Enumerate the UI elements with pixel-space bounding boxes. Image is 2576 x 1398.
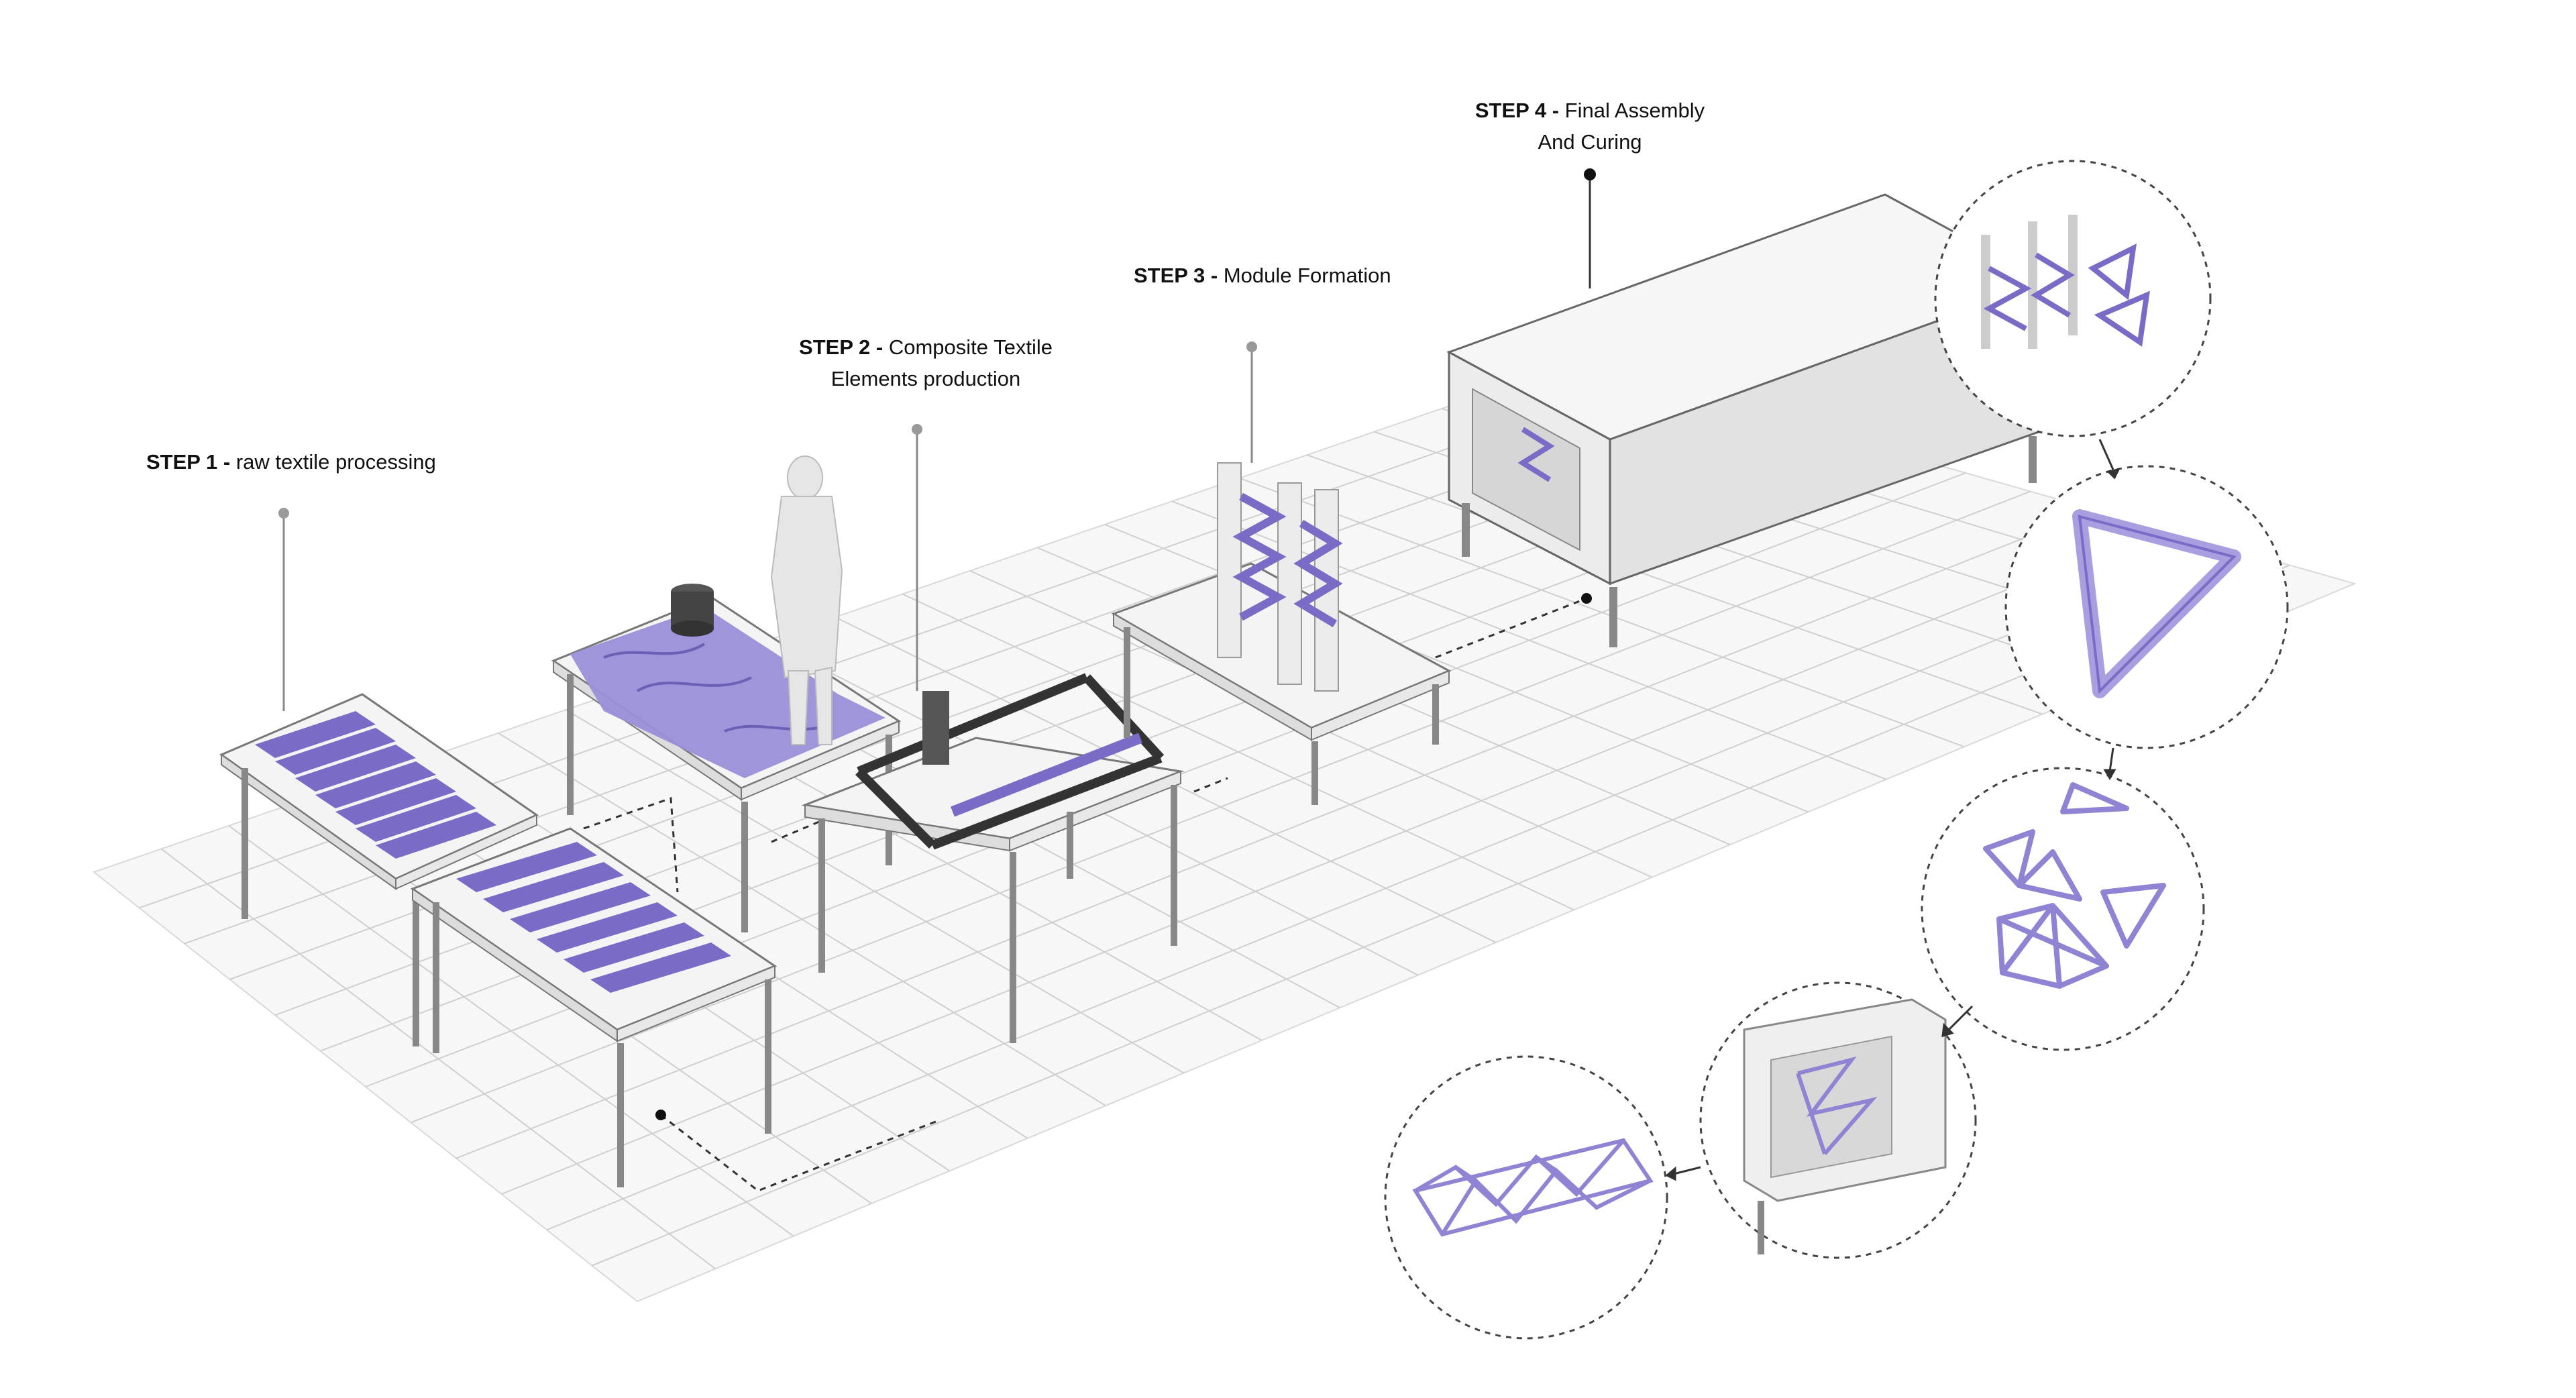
detail-bubble-modules	[1934, 160, 2212, 437]
grid-line	[501, 527, 2161, 1195]
floor-grid	[92, 361, 2357, 1303]
flow-start-dot	[655, 1110, 666, 1120]
leader-lines	[282, 174, 1591, 711]
step2-label: STEP 2 - Composite Textile Elements prod…	[798, 331, 1053, 394]
cnc-machine-table	[801, 673, 1185, 1043]
step4-bold: STEP 4 -	[1474, 99, 1560, 122]
detail-bubble-chamber	[1699, 981, 1977, 1259]
step4-dot	[1584, 168, 1596, 180]
step3-text: Module Formation	[1223, 264, 1391, 287]
grid-line	[455, 509, 2096, 1159]
step3-bold: STEP 3 -	[1134, 264, 1218, 287]
step2-dot	[912, 424, 922, 435]
step3-dot	[1246, 341, 1257, 352]
step1-text: raw textile processing	[235, 450, 436, 474]
step4-label: STEP 4 - Final Assembly And Curing	[1462, 95, 1717, 158]
flow-path	[583, 597, 1587, 1192]
step1-dot	[278, 508, 289, 519]
flow-end-dot	[1581, 593, 1592, 604]
detail-bubble-truss	[1384, 1055, 1668, 1340]
bubble-arrows	[1665, 439, 2121, 1181]
grid-line	[411, 490, 2031, 1124]
step4-text-line2: And Curing	[1538, 130, 1642, 154]
detail-bubble-triangle	[2004, 465, 2289, 749]
human-figure	[770, 455, 843, 745]
step4-text: Final Assembly	[1564, 99, 1705, 122]
step1-bold: STEP 1 -	[146, 450, 231, 474]
step1-table-a	[219, 693, 539, 1046]
module-formation-table	[1111, 462, 1452, 805]
step3-label: STEP 3 - Module Formation	[1134, 260, 1391, 291]
detail-bubble-tetrahedra	[1921, 767, 2205, 1051]
grid-line	[592, 564, 2290, 1267]
curing-chamber	[1446, 193, 2049, 647]
step2-text: Composite Textile	[888, 335, 1053, 359]
grid-line	[546, 546, 2226, 1231]
step2-bold: STEP 2 -	[799, 335, 883, 359]
step1-table-b	[410, 827, 777, 1187]
step1-label: STEP 1 - raw textile processing	[146, 446, 436, 478]
step2-text-line2: Elements production	[830, 367, 1021, 390]
